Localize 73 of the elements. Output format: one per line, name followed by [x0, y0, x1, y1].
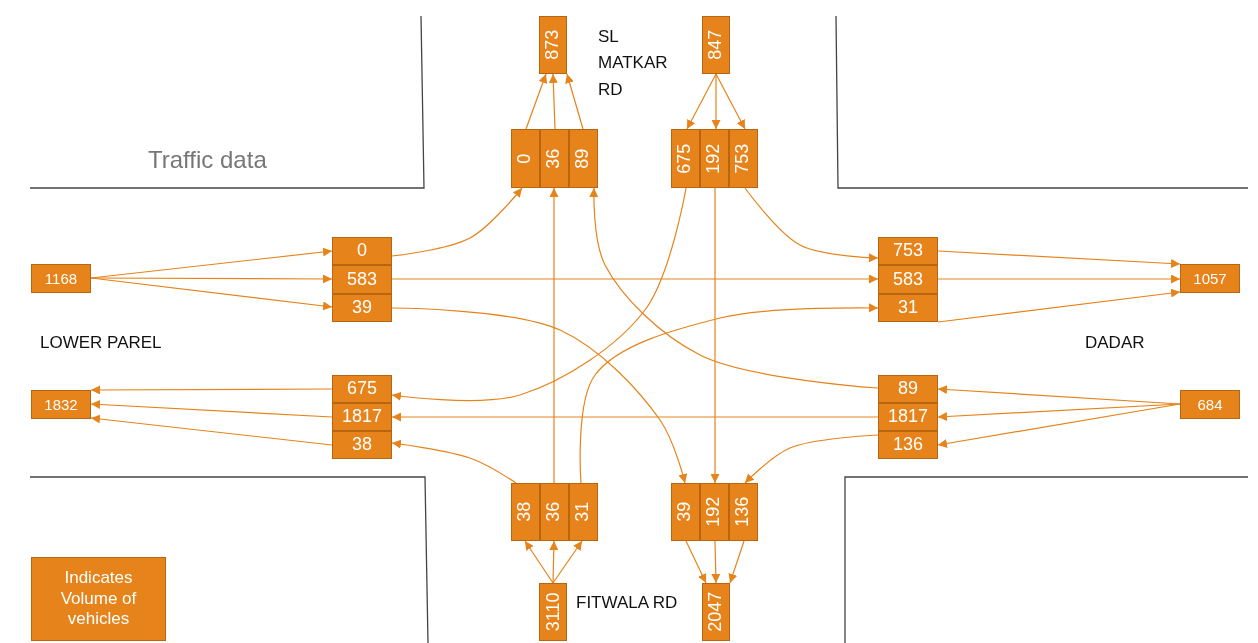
- count-box: 39: [332, 294, 392, 322]
- arrow: [549, 540, 559, 584]
- count-box: 192: [700, 483, 729, 541]
- count-box: 38: [332, 431, 392, 459]
- arrow: [391, 439, 517, 484]
- count-box: 0: [511, 129, 540, 188]
- count-box: 583: [878, 265, 938, 294]
- diagram-title: Traffic data: [148, 146, 267, 174]
- arrow: [744, 434, 879, 484]
- count-box: 675: [332, 375, 392, 403]
- arrow: [579, 303, 879, 484]
- arrow: [710, 187, 720, 484]
- arrow: [391, 187, 523, 257]
- arrow: [937, 274, 1181, 284]
- arrow: [525, 73, 548, 130]
- count-box: 3110: [539, 583, 567, 641]
- road-name-label: SL MATKAR RD: [598, 26, 669, 101]
- count-box: 0: [332, 237, 392, 265]
- arrow: [90, 274, 333, 284]
- road-name-label: FITWALA RD: [576, 592, 679, 614]
- count-box: 753: [878, 237, 938, 265]
- arrow: [391, 274, 879, 284]
- arrow: [391, 187, 687, 402]
- count-box: 89: [569, 129, 598, 188]
- arrow: [711, 73, 721, 130]
- count-box: 31: [569, 483, 598, 541]
- count-box: 1168: [31, 264, 91, 293]
- count-box: 136: [878, 431, 938, 459]
- count-box: 583: [332, 265, 392, 294]
- arrow: [937, 288, 1181, 323]
- arrow: [711, 540, 721, 584]
- count-box: 847: [702, 16, 730, 74]
- arrow: [552, 540, 583, 584]
- arrow: [937, 403, 1181, 448]
- road-name-label: DADAR: [1085, 332, 1146, 354]
- arrow: [90, 414, 333, 446]
- arrow: [391, 307, 688, 484]
- arrow: [90, 400, 333, 418]
- arrow: [90, 385, 333, 395]
- count-box: 89: [878, 375, 938, 403]
- legend-box: Indicates Volume of vehicles: [31, 557, 166, 641]
- arrow: [937, 403, 1181, 421]
- arrow: [589, 187, 879, 389]
- count-box: 38: [511, 483, 540, 541]
- arrow: [524, 540, 554, 584]
- count-box: 753: [729, 129, 758, 188]
- count-box: 1817: [878, 403, 938, 431]
- arrow: [686, 73, 717, 130]
- count-box: 2047: [702, 583, 730, 641]
- arrow: [548, 73, 558, 130]
- count-box: 192: [700, 129, 729, 188]
- count-box: 684: [1180, 390, 1240, 419]
- count-box: 31: [878, 294, 938, 322]
- count-box: 36: [540, 483, 569, 541]
- arrow: [715, 73, 746, 130]
- arrow: [728, 540, 745, 584]
- count-box: 1057: [1180, 264, 1240, 293]
- arrow: [937, 250, 1181, 268]
- road-name-label: LOWER PAREL: [40, 332, 163, 354]
- count-box: 1832: [31, 390, 91, 419]
- count-box: 873: [539, 16, 567, 74]
- count-box: 36: [540, 129, 569, 188]
- count-box: 675: [671, 129, 700, 188]
- arrow: [685, 540, 707, 584]
- arrow: [391, 412, 879, 422]
- arrow: [744, 187, 879, 263]
- count-box: 1817: [332, 403, 392, 431]
- arrow: [565, 73, 584, 130]
- arrow: [90, 277, 333, 311]
- arrow: [549, 187, 559, 484]
- arrow: [937, 385, 1181, 405]
- count-box: 39: [671, 483, 700, 541]
- count-box: 136: [729, 483, 758, 541]
